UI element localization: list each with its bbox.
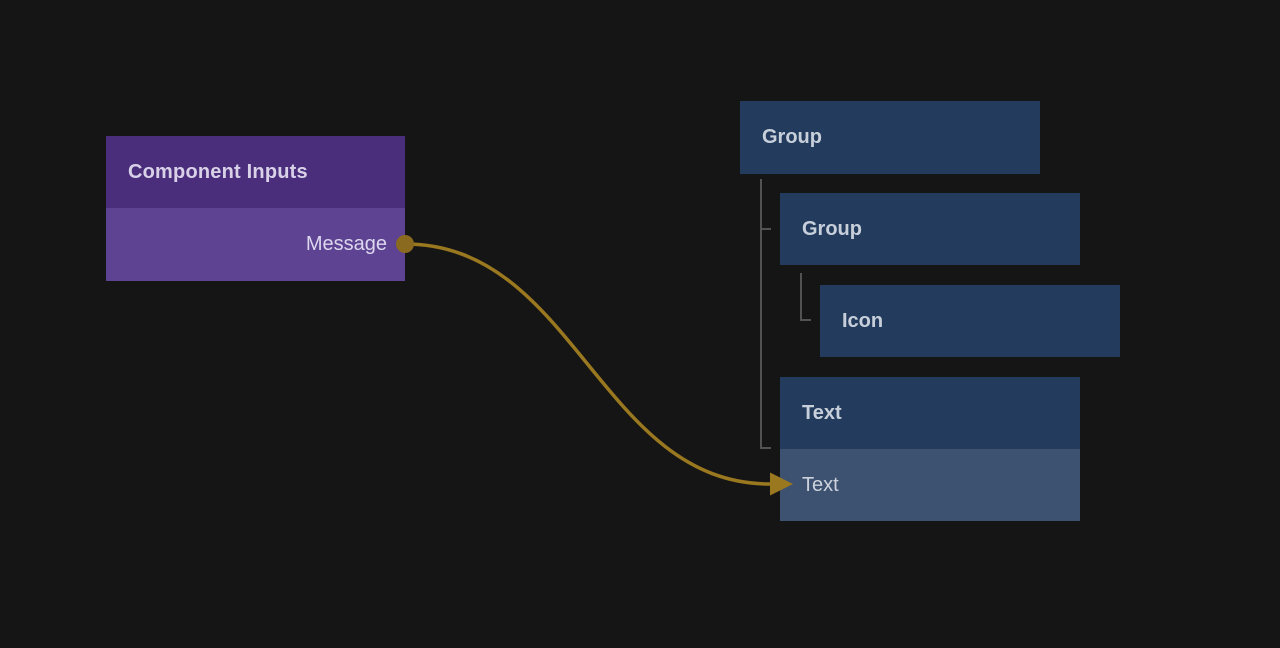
connection-wire[interactable]	[404, 242, 771, 486]
tree-node-icon-label: Icon	[842, 309, 884, 332]
message-output-label: Message	[305, 233, 387, 255]
tree-connector-vertical-1	[760, 179, 762, 449]
tree-connector-tick-text	[760, 447, 771, 449]
tree-connector-vertical-2	[800, 273, 802, 321]
text-input-row[interactable]: Text	[780, 449, 1080, 521]
component-inputs-header[interactable]: Component Inputs	[106, 136, 405, 208]
tree-node-text-label: Text	[802, 401, 842, 424]
tree-connector-tick-icon	[800, 319, 811, 321]
tree-connector-tick-group-2	[760, 228, 771, 230]
message-output-row[interactable]: Message	[106, 208, 405, 281]
component-inputs-title: Component Inputs	[128, 160, 308, 183]
tree-node-group-2[interactable]: Group	[780, 193, 1080, 265]
tree-node-text[interactable]: Text Text	[780, 377, 1080, 521]
tree-node-group-2-label: Group	[802, 217, 862, 240]
text-input-row-label: Text	[802, 473, 839, 496]
tree-node-icon[interactable]: Icon	[820, 285, 1120, 357]
component-inputs-node[interactable]: Component Inputs Message	[106, 136, 405, 281]
tree-node-text-header[interactable]: Text	[780, 377, 1080, 449]
tree-node-group-1-label: Group	[762, 126, 822, 148]
tree-node-group-1[interactable]: Group	[740, 101, 1040, 174]
